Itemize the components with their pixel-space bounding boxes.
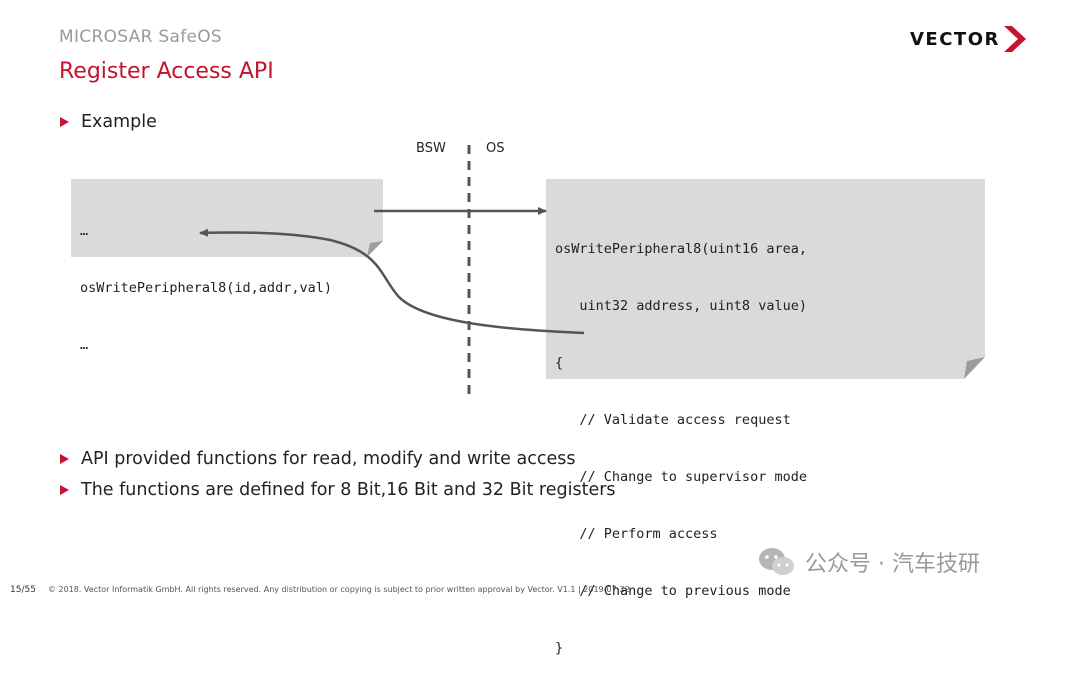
bullet-api-functions: API provided functions for read, modify … bbox=[60, 449, 575, 469]
bullet-register-sizes: The functions are defined for 8 Bit,16 B… bbox=[60, 480, 616, 500]
footer: 15/55 © 2018. Vector Informatik GmbH. Al… bbox=[10, 585, 630, 595]
code-line: osWritePeripheral8(id,addr,val) bbox=[80, 280, 332, 296]
return-arrow bbox=[199, 228, 585, 335]
code-line: // Perform access bbox=[555, 526, 718, 542]
slide-title: Register Access API bbox=[59, 59, 274, 84]
code-line: // Change to supervisor mode bbox=[555, 469, 807, 485]
code-line: } bbox=[555, 640, 564, 656]
copyright-notice: © 2018. Vector Informatik GmbH. All righ… bbox=[47, 585, 630, 594]
bullet-marker-icon bbox=[60, 485, 69, 495]
bsw-label: BSW bbox=[416, 141, 446, 156]
logo-text: VECTOR bbox=[910, 28, 1000, 50]
bsw-code-snippet: … osWritePeripheral8(id,addr,val) … bbox=[80, 184, 332, 374]
os-code-snippet: osWritePeripheral8(uint16 area, uint32 a… bbox=[555, 202, 807, 677]
os-box-fold bbox=[964, 357, 985, 379]
bullet-text: API provided functions for read, modify … bbox=[81, 449, 576, 469]
presentation-subtitle: MICROSAR SafeOS bbox=[59, 27, 223, 47]
bsw-os-diagram bbox=[71, 145, 985, 400]
bullet-example: Example bbox=[60, 112, 157, 132]
code-line: // Change to previous mode bbox=[555, 583, 791, 599]
vector-logo: VECTOR bbox=[910, 26, 1026, 52]
chevron-right-icon bbox=[1003, 26, 1026, 52]
code-line: uint32 address, uint8 value) bbox=[555, 298, 807, 314]
code-line: … bbox=[80, 337, 89, 353]
code-line: … bbox=[80, 223, 89, 239]
bullet-text: Example bbox=[81, 112, 157, 132]
page-number: 15/55 bbox=[10, 585, 36, 595]
code-line: osWritePeripheral8(uint16 area, bbox=[555, 241, 807, 257]
code-line: { bbox=[555, 355, 564, 371]
bsw-box-fold bbox=[367, 241, 383, 257]
os-label: OS bbox=[486, 141, 505, 156]
watermark-text: 公众号 · 汽车技研 bbox=[805, 552, 980, 577]
bullet-marker-icon bbox=[60, 117, 69, 127]
code-line: // Validate access request bbox=[555, 412, 791, 428]
bsw-code-box bbox=[71, 179, 383, 257]
bullet-text: The functions are defined for 8 Bit,16 B… bbox=[81, 480, 616, 500]
os-code-box bbox=[546, 179, 985, 379]
wechat-icon bbox=[759, 548, 794, 575]
watermark: 公众号 · 汽车技研 bbox=[757, 546, 980, 578]
bullet-marker-icon bbox=[60, 454, 69, 464]
